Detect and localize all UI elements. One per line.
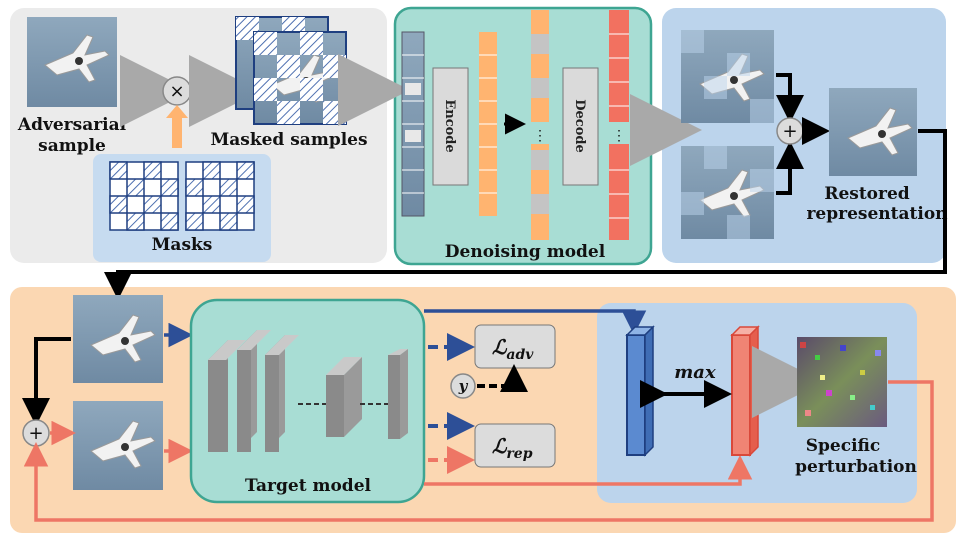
- restored-to-add-arrow: [22, 337, 71, 426]
- masks-label: Masks: [152, 235, 213, 255]
- specific-perturbation-label-2: perturbation: [795, 457, 917, 477]
- loss-adv-label: ℒadv: [492, 335, 534, 363]
- specific-perturbation-label: Specific: [806, 436, 881, 456]
- patch-strip-input: [401, 31, 425, 217]
- loss-rep-label: ℒrep: [492, 434, 533, 462]
- adversarial-sample-image: [27, 17, 117, 107]
- restored-representation-label-2: representation: [806, 204, 947, 224]
- restored-image: [829, 88, 917, 176]
- mask-grid-1: [109, 161, 179, 231]
- encoder-feature-bar: [479, 32, 497, 216]
- y-to-loss-arrow: [477, 364, 528, 392]
- decoder-ellipsis: ⋮: [612, 128, 626, 144]
- perturbation-noise-image: [797, 337, 887, 427]
- masked-samples-label: Masked samples: [210, 130, 367, 150]
- decoder-block: [562, 67, 599, 186]
- clean-feature-route: [424, 309, 647, 335]
- restore-plus-symbol: +: [782, 121, 797, 142]
- latent-bar: [531, 10, 549, 240]
- masked-sample-front: [253, 31, 347, 125]
- perturbation-feedback-loop: [23, 380, 934, 522]
- multiply-symbol: ×: [169, 81, 184, 102]
- bottom-plus-symbol: +: [28, 423, 43, 444]
- restored-input-image: [73, 295, 163, 383]
- encoder-block: [432, 67, 469, 186]
- denoising-model-label: Denoising model: [445, 242, 606, 262]
- mask-grid-2: [185, 161, 255, 231]
- adversarial-input-image: [73, 401, 163, 490]
- encode-label: Encode: [442, 99, 457, 152]
- adversarial-sample-label: Adversarial: [17, 115, 127, 135]
- restored-to-target-connector: [104, 129, 947, 300]
- clean-feature-vector: [625, 325, 655, 457]
- adversarial-sample-label-2: sample: [38, 136, 106, 156]
- decoder-feature-bar: [609, 10, 629, 240]
- max-label: max: [674, 362, 716, 383]
- restore-arrow-bottom: [776, 141, 804, 195]
- adv-feature-vector: [730, 325, 760, 457]
- cnn-layers: [208, 330, 408, 452]
- reconstructed-sample-1: [681, 30, 774, 123]
- latent-ellipsis: ⋮: [533, 128, 547, 144]
- adv-feature-route: [424, 455, 753, 486]
- restore-arrow-top: [776, 73, 804, 123]
- reconstructed-sample-2: [681, 146, 774, 239]
- label-y-node: [450, 373, 476, 399]
- label-y-text: y: [458, 377, 469, 395]
- decode-label: Decode: [572, 99, 587, 153]
- target-model-label: Target model: [245, 476, 371, 496]
- restored-representation-label: Restored: [824, 184, 909, 204]
- loss-rep-box: [474, 423, 556, 468]
